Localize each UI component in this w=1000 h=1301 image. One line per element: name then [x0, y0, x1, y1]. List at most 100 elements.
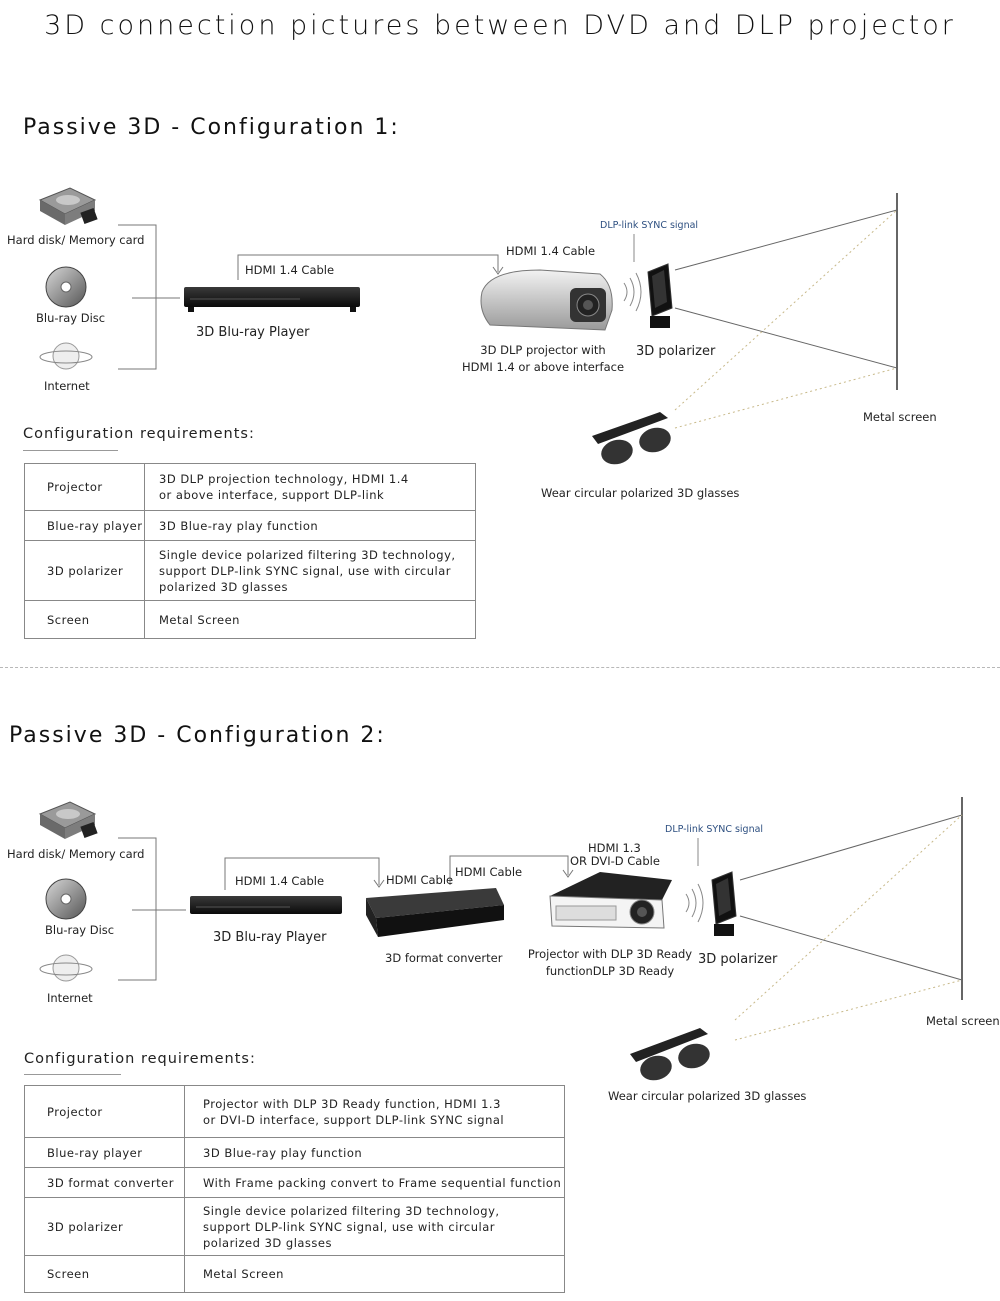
hdmi13-label-line1: HDMI 1.3: [588, 841, 641, 855]
3d-format-converter-icon: [366, 888, 504, 937]
beam-top: [739, 814, 963, 881]
req-item: Projector: [24, 463, 145, 511]
config1-heading: Passive 3D - Configuration 1:: [23, 115, 400, 140]
source-label-hard-disk: Hard disk/ Memory card: [7, 847, 145, 861]
req-detail-line: Single device polarized filtering 3D tec…: [203, 1203, 500, 1218]
table-row: Screen Metal Screen: [24, 600, 476, 639]
blu-ray-disc-icon: [45, 878, 87, 920]
player-label: 3D Blu-ray Player: [213, 930, 327, 945]
sync-signal-label: DLP-link SYNC signal: [665, 824, 764, 835]
req-detail: 3D Blue-ray play function: [184, 1137, 565, 1168]
table-row: Blue-ray player 3D Blue-ray play functio…: [24, 510, 476, 541]
3d-polarizer-icon: [647, 263, 673, 328]
req-detail-line: support DLP-link SYNC signal, use with c…: [203, 1219, 495, 1234]
table-row: 3D polarizer Single device polarized fil…: [24, 1197, 565, 1256]
table-row: 3D polarizer Single device polarized fil…: [24, 540, 476, 601]
cable-label: HDMI 1.4 Cable: [245, 263, 335, 277]
polarizer-label: 3D polarizer: [636, 344, 716, 359]
sources-bracket: [118, 224, 180, 370]
sync-signal-waves: [623, 234, 642, 312]
blu-ray-player-icon: [190, 896, 342, 914]
arrowhead: [373, 879, 385, 888]
req-detail: Single device polarized filtering 3D tec…: [184, 1197, 565, 1256]
req-item: 3D polarizer: [24, 1197, 185, 1256]
blu-ray-disc-icon: [45, 266, 87, 308]
internet-globe-icon: [39, 342, 93, 370]
player-label: 3D Blu-ray Player: [196, 325, 310, 340]
req-detail-line: or DVI-D interface, support DLP-link SYN…: [203, 1112, 505, 1127]
hdmi-cable-line: [449, 855, 569, 885]
projector-label-line2: functionDLP 3D Ready: [545, 964, 675, 978]
screen-label: Metal screen: [863, 410, 937, 424]
table-row: 3D format converter With Frame packing c…: [24, 1167, 565, 1198]
arrowhead: [562, 869, 574, 878]
req-detail-line: or above interface, support DLP-link: [159, 488, 385, 502]
cable-label: HDMI Cable: [455, 865, 523, 879]
view-dotted-2: [674, 367, 898, 429]
cable-label: HDMI 1.4 Cable: [506, 244, 596, 258]
source-label-blu-ray-disc: Blu-ray Disc: [45, 923, 115, 937]
req-detail-line: polarized 3D glasses: [203, 1235, 332, 1250]
dlp-3d-ready-projector-icon: [549, 872, 672, 929]
dlp-projector-icon: [480, 269, 613, 331]
req-item: Projector: [24, 1085, 185, 1138]
req-detail: With Frame packing convert to Frame sequ…: [184, 1167, 565, 1198]
converter-label: 3D format converter: [385, 951, 503, 965]
req-detail-line: Metal Screen: [203, 1267, 284, 1281]
hdmi-cable-line: [237, 254, 499, 280]
sources-bracket: [118, 837, 186, 981]
req-detail-line: Projector with DLP 3D Ready function, HD…: [203, 1096, 501, 1111]
internet-globe-icon: [39, 954, 93, 982]
beam-bottom: [674, 307, 898, 369]
cable-label: HDMI 1.4 Cable: [235, 874, 325, 888]
sync-signal-waves: [685, 838, 704, 923]
source-label-blu-ray-disc: Blu-ray Disc: [36, 311, 106, 325]
req-detail: Metal Screen: [144, 600, 476, 639]
source-label-internet: Internet: [44, 379, 90, 393]
hard-disk-icon: [38, 187, 98, 225]
req-detail-line: With Frame packing convert to Frame sequ…: [203, 1175, 562, 1190]
table-row: Projector 3D DLP projection technology, …: [24, 463, 476, 511]
cable-label: HDMI Cable: [386, 873, 454, 887]
source-label-internet: Internet: [47, 991, 93, 1005]
req-detail-line: 3D Blue-ray play function: [159, 518, 319, 533]
view-dotted-2: [734, 979, 963, 1041]
req-detail-line: Metal Screen: [159, 612, 240, 627]
projector-label-line2: HDMI 1.4 or above interface: [461, 360, 625, 374]
req-item: Screen: [24, 1255, 185, 1293]
requirements-underline: [24, 1074, 121, 1075]
3d-glasses-icon: [592, 412, 671, 465]
section-divider: [0, 667, 1000, 668]
req-detail: Projector with DLP 3D Ready function, HD…: [184, 1085, 565, 1138]
req-detail: Metal Screen: [184, 1255, 565, 1293]
requirements-underline: [23, 450, 118, 451]
glasses-label: Wear circular polarized 3D glasses: [541, 486, 740, 500]
req-detail-line: polarized 3D glasses: [159, 579, 288, 594]
req-item: Blue-ray player: [24, 1137, 185, 1168]
3d-polarizer-icon: [711, 871, 737, 936]
req-detail-line: support DLP-link SYNC signal, use with c…: [159, 563, 451, 578]
sync-signal-label: DLP-link SYNC signal: [600, 220, 699, 231]
table-row: Screen Metal Screen: [24, 1255, 565, 1293]
hard-disk-icon: [38, 801, 98, 839]
beam-top: [674, 209, 898, 271]
config2-heading: Passive 3D - Configuration 2:: [9, 723, 386, 748]
table-row: Projector Projector with DLP 3D Ready fu…: [24, 1085, 565, 1138]
hdmi-cable-line: [224, 857, 380, 890]
requirements-title: Configuration requirements:: [24, 1051, 256, 1067]
page-title: 3D connection pictures between DVD and D…: [44, 10, 956, 41]
req-item: Blue-ray player: [24, 510, 145, 541]
req-detail: 3D Blue-ray play function: [144, 510, 476, 541]
hdmi13-label-line2: OR DVI-D Cable: [570, 854, 660, 868]
req-item: Screen: [24, 600, 145, 639]
requirements-table: Projector Projector with DLP 3D Ready fu…: [24, 1085, 565, 1293]
req-detail-line: 3D Blue-ray play function: [203, 1145, 363, 1160]
3d-glasses-icon: [630, 1028, 710, 1081]
req-item: 3D polarizer: [24, 540, 145, 601]
req-detail-line: Single device polarized filtering 3D tec…: [159, 547, 456, 562]
projector-label-line1: Projector with DLP 3D Ready: [527, 947, 693, 961]
requirements-table: Projector 3D DLP projection technology, …: [24, 463, 476, 639]
table-row: Blue-ray player 3D Blue-ray play functio…: [24, 1137, 565, 1168]
beam-bottom: [739, 915, 963, 981]
